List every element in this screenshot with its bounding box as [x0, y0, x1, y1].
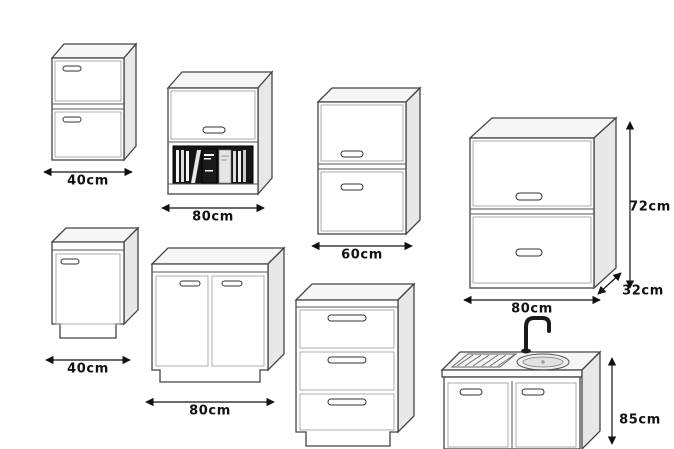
door-handle	[179, 280, 201, 287]
door-handle	[202, 126, 226, 134]
dimension-label-base-40: 40cm	[67, 361, 109, 377]
dimension-label-wall-80-width: 80cm	[511, 301, 553, 317]
base-cabinet-80-illustration	[150, 246, 286, 383]
door-handle	[515, 192, 543, 201]
door-handle	[521, 388, 545, 396]
door-handle	[62, 116, 82, 123]
wall-cabinet-40-illustration	[50, 42, 138, 162]
wall-cabinet-80-shelf-illustration	[166, 70, 274, 196]
sink-bowl	[516, 353, 570, 371]
faucet	[521, 316, 551, 354]
drawer-handle	[327, 398, 367, 406]
dim-line-wall-80-depth	[597, 272, 622, 295]
dimension-label-wall-60: 60cm	[341, 247, 383, 263]
dimension-label-wall-80-height: 72cm	[629, 199, 671, 215]
dimension-label-wall-80-shelf: 80cm	[192, 209, 234, 225]
dimension-label-base-80: 80cm	[189, 403, 231, 419]
door-handle	[515, 248, 543, 257]
door-handle	[60, 258, 80, 265]
dimension-label-wall-40: 40cm	[67, 173, 109, 189]
door-handle	[62, 65, 82, 72]
drawer-handle	[327, 314, 367, 322]
draining-board	[450, 353, 518, 368]
drawer-unit-illustration	[294, 282, 416, 447]
sink-unit-illustration	[440, 316, 602, 449]
door-handle	[459, 388, 483, 396]
dimension-label-sink-height: 85cm	[619, 412, 661, 428]
wall-cabinet-60-illustration	[316, 86, 422, 236]
dimension-label-wall-80-depth: 32cm	[622, 283, 664, 299]
door-handle	[340, 183, 364, 191]
door-handle	[221, 280, 243, 287]
base-cabinet-40-illustration	[50, 226, 140, 339]
dimension-lines	[43, 121, 635, 445]
door-handle	[340, 150, 364, 158]
drawer-handle	[327, 356, 367, 364]
wall-cabinet-80-illustration	[468, 116, 618, 290]
open-shelf-books	[172, 145, 254, 185]
